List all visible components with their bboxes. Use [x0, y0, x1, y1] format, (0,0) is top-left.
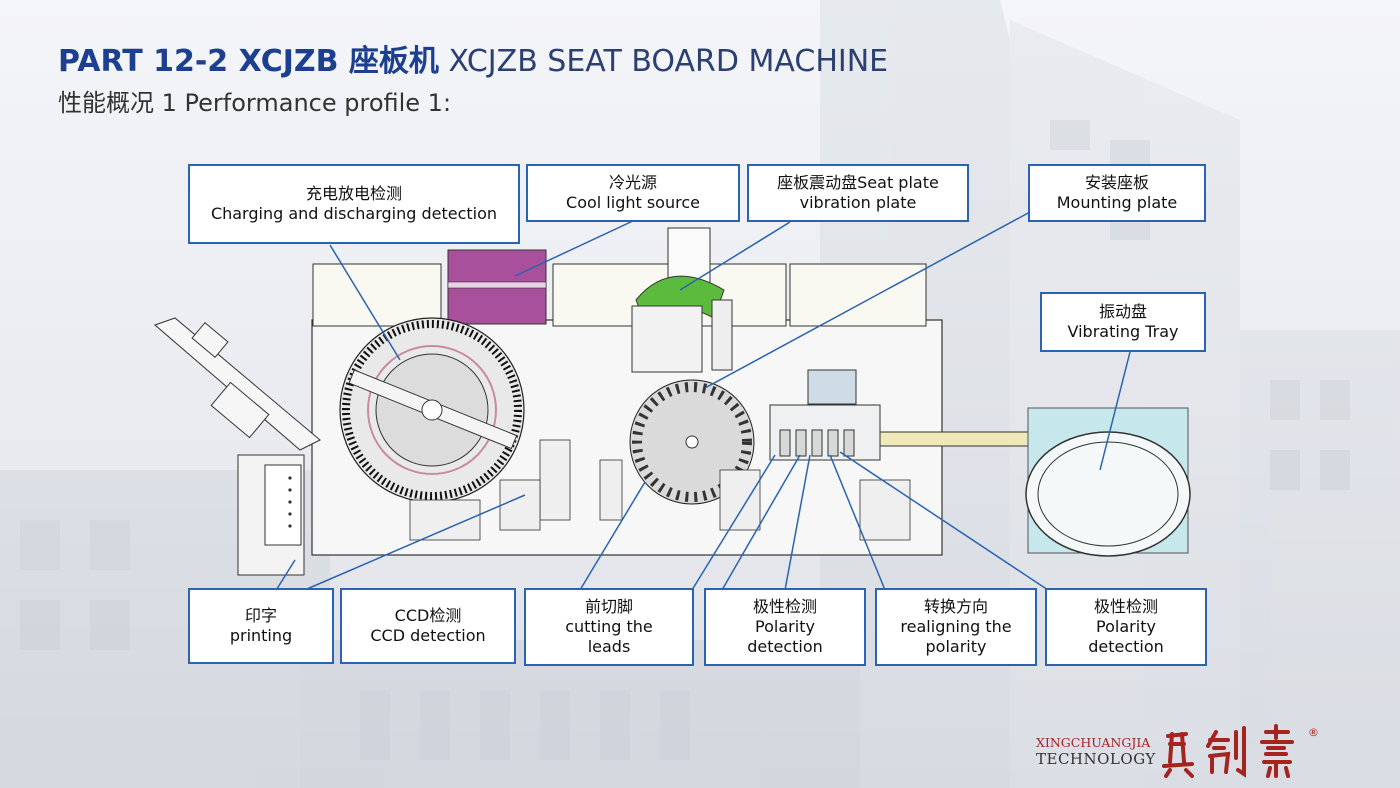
leader-cool-light — [514, 219, 636, 277]
label-ccd-en: CCD detection — [370, 626, 486, 645]
leader-polarity2 — [839, 451, 1049, 591]
leader-polarity1b — [721, 454, 801, 591]
leader-ccd — [299, 494, 526, 593]
label-cutting-en2: leads — [587, 637, 631, 656]
label-cutting-leads: 前切脚 cutting the leads — [524, 588, 694, 666]
label-cutting-en1: cutting the — [565, 617, 653, 636]
top-panel-left — [312, 263, 442, 327]
label-ccd-detection: CCD检测 CCD detection — [340, 588, 516, 664]
label-polarity1-en2: detection — [747, 637, 823, 656]
label-mounting-cn: 安装座板 — [1084, 173, 1149, 192]
leader-polarity1 — [691, 454, 776, 591]
label-printing-cn: 印字 — [244, 606, 277, 625]
top-panel-right — [789, 263, 927, 327]
leader-realign2 — [829, 454, 886, 591]
label-mounting-en: Mounting plate — [1056, 193, 1178, 212]
label-charging-en: Charging and discharging detection — [210, 204, 498, 223]
leader-vibrating-tray — [1099, 351, 1131, 471]
label-seat-plate-cn: 座板震动盘Seat plate — [777, 173, 939, 192]
label-charging-cn: 充电放电检测 — [305, 184, 402, 203]
leader-seat-plate — [679, 221, 791, 291]
leader-charging — [329, 244, 401, 361]
label-polarity1-cn: 极性检测 — [752, 597, 817, 616]
label-mounting-plate: 安装座板 Mounting plate — [1028, 164, 1206, 222]
title-machine-name: XCJZB SEAT BOARD MACHINE — [438, 44, 889, 79]
label-cool-light-cn: 冷光源 — [608, 173, 657, 192]
label-seat-plate-vibration: 座板震动盘Seat plate vibration plate — [747, 164, 969, 222]
label-printing-en: printing — [229, 626, 293, 645]
label-seat-plate-en: vibration plate — [799, 193, 917, 212]
label-polarity-detection-2: 极性检测 Polarity detection — [1045, 588, 1207, 666]
label-printing: 印字 printing — [188, 588, 334, 664]
label-vibrating-tray-en: Vibrating Tray — [1067, 322, 1179, 341]
label-ccd-cn: CCD检测 — [394, 606, 462, 625]
label-polarity-detection-1: 极性检测 Polarity detection — [704, 588, 866, 666]
label-realign-en1: realigning the — [900, 617, 1012, 636]
registered-mark: ® — [1308, 726, 1319, 739]
brand-line1: XINGCHUANGJIA — [1036, 735, 1151, 750]
title-part-label: PART 12-2 XCJZB 座板机 — [58, 44, 439, 79]
leader-printing — [274, 559, 296, 593]
label-charging-detection: 充电放电检测 Charging and discharging detectio… — [188, 164, 520, 244]
label-vibrating-tray-cn: 振动盘 — [1098, 302, 1147, 321]
label-realign-cn: 转换方向 — [923, 597, 988, 616]
label-realign-en2: polarity — [925, 637, 987, 656]
page-subtitle: 性能概况 1 Performance profile 1: — [58, 89, 452, 117]
leader-cutting — [579, 481, 646, 591]
brand-line2: TECHNOLOGY — [1036, 750, 1156, 768]
label-cutting-cn: 前切脚 — [584, 597, 633, 616]
label-polarity2-cn: 极性检测 — [1093, 597, 1158, 616]
leader-mounting — [704, 211, 1031, 389]
label-vibrating-tray: 振动盘 Vibrating Tray — [1040, 292, 1206, 352]
leader-realign — [784, 454, 811, 591]
label-cool-light-source: 冷光源 Cool light source — [526, 164, 740, 222]
page-title: PART 12-2 XCJZB 座板机 XCJZB SEAT BOARD MAC… — [58, 42, 888, 82]
label-realigning-polarity: 转换方向 realigning the polarity — [875, 588, 1037, 666]
label-polarity1-en1: Polarity — [755, 617, 815, 636]
label-polarity2-en1: Polarity — [1096, 617, 1156, 636]
brand-logo-calligraphy: ® — [1162, 724, 1319, 778]
label-polarity2-en2: detection — [1088, 637, 1164, 656]
brand-text: XINGCHUANGJIA TECHNOLOGY — [1036, 734, 1158, 768]
label-cool-light-en: Cool light source — [566, 193, 700, 212]
